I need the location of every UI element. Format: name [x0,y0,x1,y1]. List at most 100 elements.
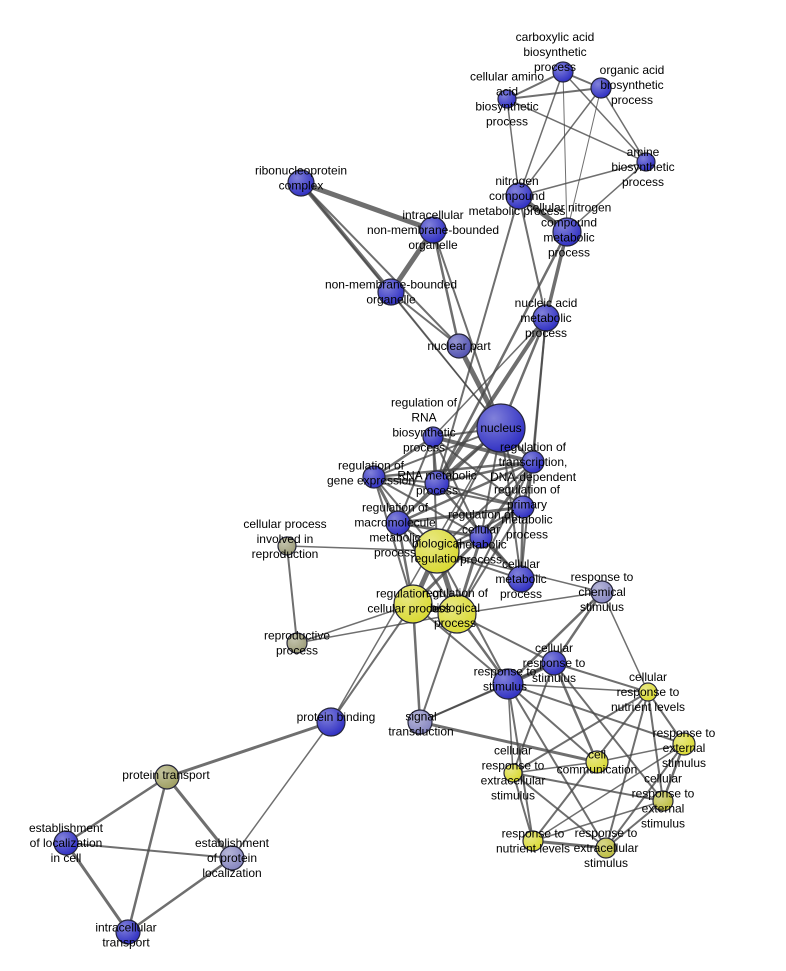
node-cellmetab[interactable] [507,565,535,593]
node-respextracell[interactable] [595,837,617,859]
node-nitrogen[interactable] [505,182,533,210]
node-nucleus[interactable] [476,403,526,453]
node-rnp[interactable] [287,169,315,197]
node-regbioproc[interactable] [437,594,477,634]
node-nmb[interactable] [377,278,405,306]
node-cellnitrogen[interactable] [552,217,582,247]
node-cellrespextracell[interactable] [503,763,523,783]
edge-amine-cellnitrogen [566,161,647,233]
node-chemstim[interactable] [590,580,614,604]
node-cellamine[interactable] [497,89,517,109]
edge-cellrespstim-cellrespnutrient [553,662,649,693]
edge-respstim-cellrespnutrient [507,683,649,693]
node-label-prottransport: protein transport [122,768,210,782]
edge-cellrespnutrient-cellrespextracell [512,691,649,774]
edge-respstim-respnutrient [507,683,534,842]
node-regrna[interactable] [422,426,444,448]
edge-nmb-nuclearpart [390,291,460,347]
node-rnametab[interactable] [424,470,450,496]
node-label-nucleus: nucleus [480,421,521,435]
node-prottransport[interactable] [154,764,180,790]
node-cellrespstim[interactable] [541,650,567,676]
node-estloccell[interactable] [53,830,79,856]
edge-prottransport-intracelltransport [126,775,169,934]
node-reproproc[interactable] [286,632,308,654]
node-cellcomm[interactable] [585,750,609,774]
edge-cellrespexternal-respextracell [605,800,664,849]
edge-carboxylic-cellnitrogen [562,71,568,233]
node-signaltrans[interactable] [407,709,433,735]
edge-reproproc-regbioproc [296,613,458,644]
node-label-nuclearpart: nuclear part [427,339,491,353]
node-cellrespnutrient[interactable] [638,682,658,702]
node-amine[interactable] [636,152,656,172]
edge-cellrespexternal-respnutrient [532,800,664,842]
edge-proteinbinding-prottransport [165,720,333,779]
edge-regbioproc-chemstim [456,591,603,615]
node-reggene[interactable] [362,465,386,489]
edge-reggene-regcellproc [373,476,414,605]
node-carboxylic[interactable] [552,61,574,83]
node-proteinbinding[interactable] [316,707,346,737]
node-respstim[interactable] [492,668,524,700]
edge-estloccell-intracelltransport [64,841,130,934]
node-regcellproc[interactable] [393,584,433,624]
edge-cellcomm-signaltrans [418,720,599,764]
edge-regrna-regtrans [431,435,535,464]
node-nuclearpart[interactable] [446,333,472,359]
edge-bioreg-cellprocrepro [286,545,438,552]
node-regprimary[interactable] [511,495,535,519]
edge-organic-nitrogen [518,87,602,197]
node-cellprocrepro[interactable] [277,536,297,556]
node-nucleicacid[interactable] [532,304,560,332]
edge-cellcomm-cellrespextracell [512,761,598,774]
node-regcellmetab[interactable] [469,525,493,549]
node-respnutrient[interactable] [522,830,544,852]
node-estprotloc[interactable] [219,845,245,871]
node-regtrans[interactable] [521,450,545,474]
edge-regrna-regprimary [432,436,524,508]
edge-amine-nitrogen [518,161,647,197]
node-respexternal[interactable] [672,732,696,756]
node-cellrespexternal[interactable] [652,790,674,812]
edge-respstim-cellcomm [507,683,598,763]
edge-regcellproc-proteinbinding [330,603,414,723]
node-bioreg[interactable] [414,528,460,574]
edge-cellrespextracell-respextracell [512,772,607,849]
edge-cellrespstim-chemstim [552,590,604,665]
edge-regrna-regcellmetab [432,436,482,538]
node-organic[interactable] [590,77,612,99]
edge-organic-cellamine [506,87,602,100]
edge-regcellproc-reproproc [296,603,414,644]
node-intracelltransport[interactable] [115,919,141,945]
edge-respexternal-cellcomm [596,743,685,763]
node-intranmb[interactable] [419,216,447,244]
edge-cellrespstim-signaltrans [419,662,555,723]
edge-cellrespextracell-cellrespexternal [512,772,664,802]
node-regmacro[interactable] [385,510,411,536]
edge-respstim-respextracell [507,683,607,849]
